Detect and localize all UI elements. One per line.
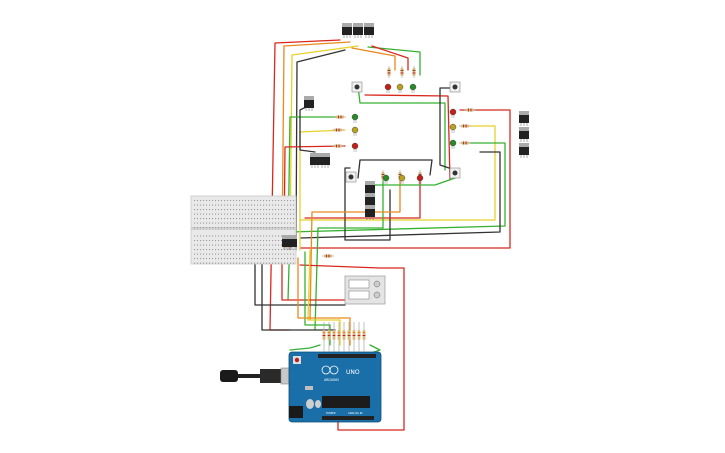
breadboard-holes [194, 200, 295, 264]
transistor-top-1[interactable] [342, 23, 352, 38]
resistor-array-item[interactable] [362, 322, 366, 352]
transistor-top-2[interactable] [353, 23, 363, 38]
push-button-1[interactable] [351, 81, 363, 93]
wire-yellow-right[interactable] [299, 125, 496, 221]
resistor-top-2[interactable] [400, 66, 404, 78]
transistors [282, 23, 529, 250]
leds [351, 83, 457, 184]
board-logo-text: UNO [346, 369, 360, 376]
resistor-right-1[interactable] [464, 108, 476, 112]
wire-dark-lower2[interactable] [254, 257, 346, 306]
arduino-uno[interactable]: UNO ARDUINO ANALOG IN POWER [220, 351, 382, 423]
push-button-3[interactable] [345, 171, 357, 183]
wire-dark-right[interactable] [299, 151, 501, 239]
transistor-mid-lower-1[interactable] [310, 153, 320, 168]
led-center-green[interactable] [382, 174, 390, 184]
wire-green-btn1[interactable] [357, 85, 446, 171]
wire-green-right[interactable] [287, 142, 506, 301]
wire-red-btn1[interactable] [364, 94, 451, 181]
transistor-right-1[interactable] [519, 111, 529, 126]
resistor-array-item[interactable] [347, 322, 351, 352]
resistor-top-1[interactable] [387, 66, 391, 78]
push-button-2[interactable] [449, 81, 461, 93]
wire-red-top-right[interactable] [371, 45, 409, 71]
led-top-green[interactable] [409, 83, 417, 93]
resistor-array-item[interactable] [327, 322, 331, 352]
wire-dark-center[interactable] [344, 167, 391, 241]
led-center-red[interactable] [416, 174, 424, 184]
board-power-label: POWER [326, 411, 336, 415]
wire-dark-lower[interactable] [261, 257, 336, 331]
transistor-breadboard-2[interactable] [287, 235, 297, 250]
wire-dark-mid[interactable] [299, 104, 316, 153]
board-brand-text: ARDUINO [324, 378, 340, 382]
wire-yellow-top[interactable] [289, 45, 359, 251]
wire-orange-top-right[interactable] [351, 47, 396, 71]
led-top-yellow[interactable] [396, 83, 404, 93]
transistor-mid[interactable] [304, 96, 314, 111]
wire-green-center[interactable] [314, 179, 384, 331]
usb-cable[interactable] [220, 367, 298, 385]
wires [254, 39, 511, 431]
resistor-right-3[interactable] [459, 141, 471, 145]
resistor-mid-2[interactable] [332, 128, 344, 132]
board-analog-label: ANALOG IN [348, 411, 362, 415]
wire-dark-btn2[interactable] [439, 87, 456, 171]
led-mid-green[interactable] [351, 113, 359, 123]
resistor-array-item[interactable] [337, 322, 341, 352]
transistor-right-2[interactable] [519, 127, 529, 142]
relay-module[interactable] [344, 275, 386, 305]
transistor-top-3[interactable] [364, 23, 374, 38]
wire-dark-top[interactable] [295, 49, 346, 251]
resistor-lower[interactable] [322, 254, 334, 258]
resistor-mid-3[interactable] [332, 144, 344, 148]
wire-orange-top[interactable] [281, 41, 351, 251]
transistor-mid-lower-2[interactable] [320, 153, 330, 168]
wire-dark-center-2[interactable] [357, 159, 433, 179]
resistor-array-item[interactable] [332, 322, 336, 352]
resistor-right-2[interactable] [459, 124, 471, 128]
wire-red-center[interactable] [304, 179, 421, 219]
transistor-center-3[interactable] [365, 205, 375, 220]
wire-green-arduino-2[interactable] [289, 344, 321, 351]
resistor-array-item[interactable] [322, 322, 326, 352]
transistor-right-3[interactable] [519, 143, 529, 158]
resistor-top-3[interactable] [412, 66, 416, 78]
arduino-logo-icon [321, 365, 339, 375]
wire-red-right[interactable] [299, 109, 511, 249]
push-button-4[interactable] [449, 167, 461, 179]
led-right-red[interactable] [449, 108, 457, 118]
push-buttons [345, 81, 461, 183]
led-center-yellow[interactable] [398, 174, 406, 184]
led-mid-yellow[interactable] [351, 126, 359, 136]
led-right-yellow[interactable] [449, 123, 457, 133]
breadboard[interactable] [190, 195, 297, 265]
wire-green-btn3[interactable] [369, 177, 456, 186]
resistor-array [322, 322, 366, 352]
resistor-array-item[interactable] [342, 322, 346, 352]
wire-green-top[interactable] [367, 46, 421, 76]
led-mid-red[interactable] [351, 142, 359, 152]
led-top-red[interactable] [384, 83, 392, 93]
led-right-green[interactable] [449, 139, 457, 149]
wire-red-lower[interactable] [299, 264, 405, 431]
resistor-array-item[interactable] [357, 322, 361, 352]
resistor-mid-1[interactable] [334, 115, 346, 119]
resistor-array-item[interactable] [352, 322, 356, 352]
wire-red-lcd[interactable] [281, 259, 346, 301]
